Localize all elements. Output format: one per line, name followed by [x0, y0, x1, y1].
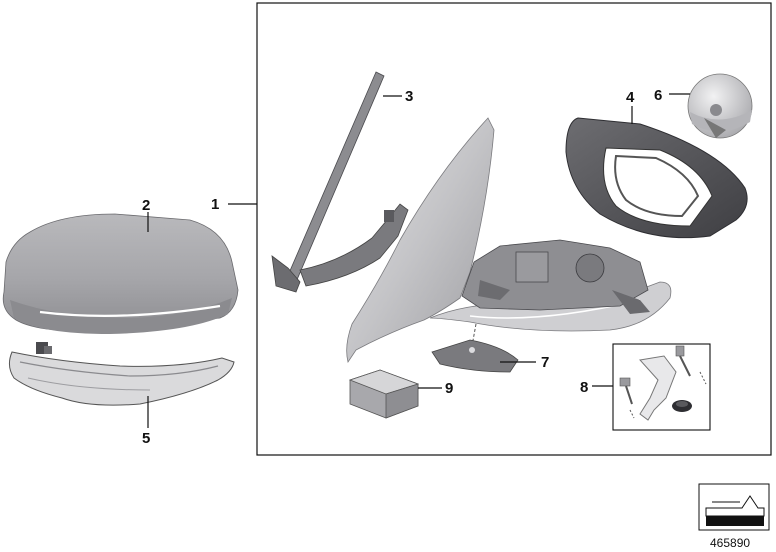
- gasket-icon: [431, 339, 519, 373]
- assembly-frame: [256, 2, 772, 456]
- callout-8: 8: [580, 379, 588, 396]
- sheet-arrow-icon: [705, 495, 765, 526]
- reference-badge: 465890: [698, 483, 770, 550]
- mirror-assembly-icon: [346, 117, 672, 363]
- callout-1: 1: [211, 196, 219, 213]
- callout-2: 2: [142, 197, 150, 214]
- mirror-glass-frame-icon: [565, 117, 748, 239]
- callout-4: 4: [626, 89, 635, 106]
- turn-signal-icon: [8, 342, 235, 406]
- callout-9: 9: [445, 380, 453, 397]
- leader-lines: [147, 93, 690, 428]
- callout-6: 6: [654, 87, 662, 104]
- mirror-motor-icon: [687, 73, 753, 139]
- callout-7: 7: [541, 354, 549, 371]
- screw-set-icon: [612, 343, 711, 431]
- callout-3: 3: [405, 88, 413, 105]
- control-unit-icon: [348, 369, 420, 419]
- mirror-cap-icon: [2, 213, 239, 334]
- callout-5: 5: [142, 430, 150, 447]
- reference-number: 465890: [710, 536, 750, 550]
- mirror-seal-strip-icon: [271, 71, 409, 293]
